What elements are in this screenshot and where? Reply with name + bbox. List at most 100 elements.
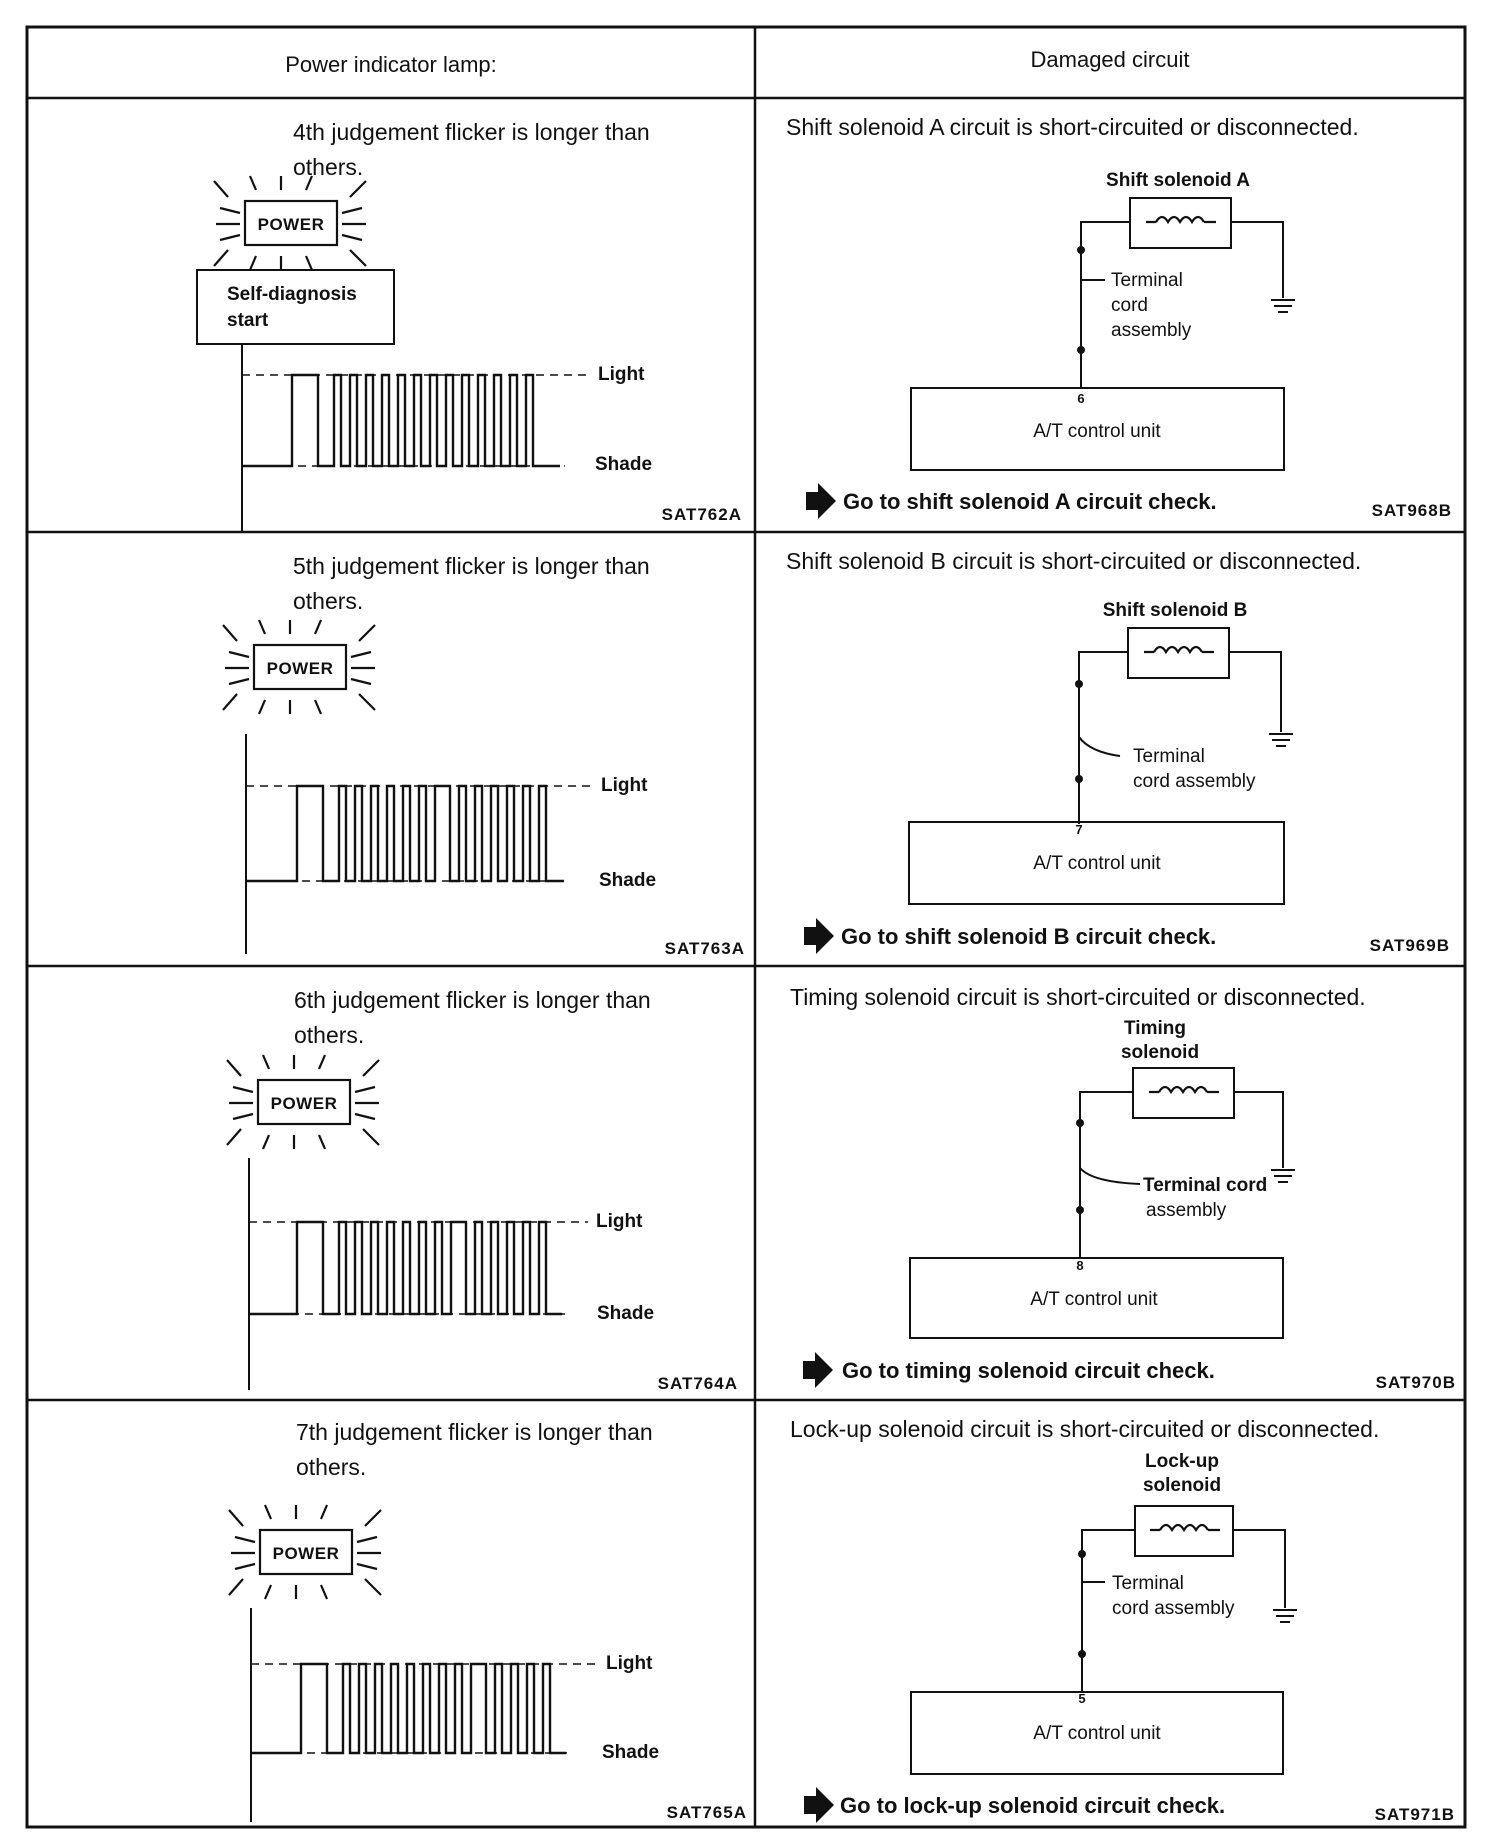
arrow-icon <box>804 918 834 954</box>
control-unit-box <box>908 821 1285 905</box>
control-unit-label: A/T control unit <box>1030 1289 1158 1310</box>
self-diagnosis-label-2: start <box>227 310 269 331</box>
circuit-wiring <box>1081 1529 1286 1692</box>
light-label: Light <box>598 364 645 385</box>
circuit-wiring <box>1079 1091 1284 1258</box>
damaged-description: Timing solenoid circuit is short-circuit… <box>790 984 1366 1010</box>
figure-code-right: SAT970B <box>1376 1373 1456 1392</box>
solenoid-label-1: Timing <box>1124 1018 1186 1039</box>
lamp-cell: 6th judgement flicker is longer than oth… <box>226 987 738 1393</box>
junction-dot <box>1077 246 1085 254</box>
circuit-cell: Shift solenoid A circuit is short-circui… <box>786 114 1452 520</box>
ground-icon <box>1271 299 1295 313</box>
power-lamp-label: POWER <box>273 1544 340 1563</box>
terminal-cord-label-1: Terminal <box>1133 746 1205 767</box>
action-link[interactable]: Go to shift solenoid A circuit check. <box>843 489 1217 514</box>
circuit-cell: Lock-up solenoid circuit is short-circui… <box>790 1416 1455 1824</box>
power-lamp-icon <box>226 1054 380 1150</box>
figure-code-right: SAT971B <box>1375 1805 1455 1824</box>
damaged-description: Shift solenoid B circuit is short-circui… <box>786 548 1361 574</box>
action-link[interactable]: Go to timing solenoid circuit check. <box>842 1358 1215 1383</box>
row-3: 6th judgement flicker is longer than oth… <box>226 984 1456 1393</box>
condition-line-1: 7th judgement flicker is longer than <box>296 1419 653 1445</box>
terminal-cord-label-2: assembly <box>1146 1200 1227 1221</box>
pin-number: 8 <box>1076 1258 1083 1273</box>
shade-label: Shade <box>599 870 656 891</box>
damaged-description: Shift solenoid A circuit is short-circui… <box>786 114 1359 140</box>
arrow-icon <box>806 483 836 519</box>
condition-line-2: others. <box>293 588 363 614</box>
row-4: 7th judgement flicker is longer than oth… <box>228 1416 1455 1824</box>
control-unit-label: A/T control unit <box>1033 421 1161 442</box>
figure-code-left: SAT762A <box>662 505 742 524</box>
flicker-waveform <box>245 734 592 954</box>
flicker-waveform <box>248 1158 588 1390</box>
self-diagnosis-box <box>196 269 395 345</box>
table-grid <box>25 25 1467 1829</box>
flicker-waveform <box>241 344 590 532</box>
control-unit-label: A/T control unit <box>1033 853 1161 874</box>
action-link[interactable]: Go to lock-up solenoid circuit check. <box>840 1793 1225 1818</box>
terminal-cord-label-2: cord <box>1111 295 1148 316</box>
header-right: Damaged circuit <box>1031 47 1190 72</box>
lamp-cell: 4th judgement flicker is longer than oth… <box>196 119 742 532</box>
solenoid-label-1: Shift solenoid A <box>1106 170 1250 191</box>
shade-label: Shade <box>595 454 652 475</box>
shade-label: Shade <box>602 1742 659 1763</box>
figure-code-left: SAT765A <box>667 1803 747 1822</box>
flicker-waveform <box>250 1608 598 1822</box>
solenoid-label-1: Lock-up <box>1145 1451 1219 1472</box>
control-unit-label: A/T control unit <box>1033 1723 1161 1744</box>
solenoid-coil-icon <box>1129 197 1232 249</box>
lamp-cell: 5th judgement flicker is longer than oth… <box>222 553 745 958</box>
condition-line-2: others. <box>293 154 363 180</box>
pin-number: 5 <box>1078 1691 1085 1706</box>
row-1: 4th judgement flicker is longer than oth… <box>196 114 1452 532</box>
condition-line-1: 5th judgement flicker is longer than <box>293 553 650 579</box>
action-link[interactable]: Go to shift solenoid B circuit check. <box>841 924 1216 949</box>
junction-dot <box>1077 346 1085 354</box>
power-lamp-label: POWER <box>267 659 334 678</box>
terminal-cord-label-2: cord assembly <box>1133 771 1256 792</box>
junction-dot <box>1075 680 1083 688</box>
solenoid-coil-icon <box>1134 1505 1234 1557</box>
figure-code-right: SAT969B <box>1370 936 1450 955</box>
light-label: Light <box>606 1653 653 1674</box>
self-diagnosis-label-1: Self-diagnosis <box>227 284 357 305</box>
shade-label: Shade <box>597 1303 654 1324</box>
solenoid-label-2: solenoid <box>1121 1042 1199 1063</box>
condition-line-2: others. <box>296 1454 366 1480</box>
figure-code-left: SAT764A <box>658 1374 738 1393</box>
terminal-cord-label-1: Terminal <box>1112 1573 1184 1594</box>
header-left: Power indicator lamp: <box>285 52 497 77</box>
terminal-cord-label-1: Terminal <box>1111 270 1183 291</box>
junction-dot <box>1076 1119 1084 1127</box>
solenoid-coil-icon <box>1132 1067 1235 1119</box>
row-2: 5th judgement flicker is longer than oth… <box>222 548 1450 958</box>
circuit-wiring <box>1078 651 1282 824</box>
power-lamp-icon <box>222 619 376 715</box>
solenoid-coil-icon <box>1127 627 1230 679</box>
figure-code-right: SAT968B <box>1372 501 1452 520</box>
lamp-cell: 7th judgement flicker is longer than oth… <box>228 1419 747 1822</box>
condition-line-1: 6th judgement flicker is longer than <box>294 987 651 1013</box>
pin-number: 7 <box>1075 822 1082 837</box>
light-label: Light <box>596 1211 643 1232</box>
ground-icon <box>1269 733 1293 747</box>
solenoid-label-2: solenoid <box>1143 1475 1221 1496</box>
circuit-cell: Timing solenoid circuit is short-circuit… <box>790 984 1456 1392</box>
figure-code-left: SAT763A <box>665 939 745 958</box>
condition-line-2: others. <box>294 1022 364 1048</box>
condition-line-1: 4th judgement flicker is longer than <box>293 119 650 145</box>
junction-dot <box>1075 775 1083 783</box>
circuit-cell: Shift solenoid B circuit is short-circui… <box>786 548 1450 955</box>
junction-dot <box>1078 1650 1086 1658</box>
power-lamp-label: POWER <box>258 215 325 234</box>
control-unit-box <box>909 1257 1284 1339</box>
power-lamp-label: POWER <box>271 1094 338 1113</box>
terminal-cord-label-2: cord assembly <box>1112 1598 1235 1619</box>
solenoid-label-1: Shift solenoid B <box>1103 600 1248 621</box>
junction-dot <box>1076 1206 1084 1214</box>
power-lamp-icon <box>213 175 367 271</box>
